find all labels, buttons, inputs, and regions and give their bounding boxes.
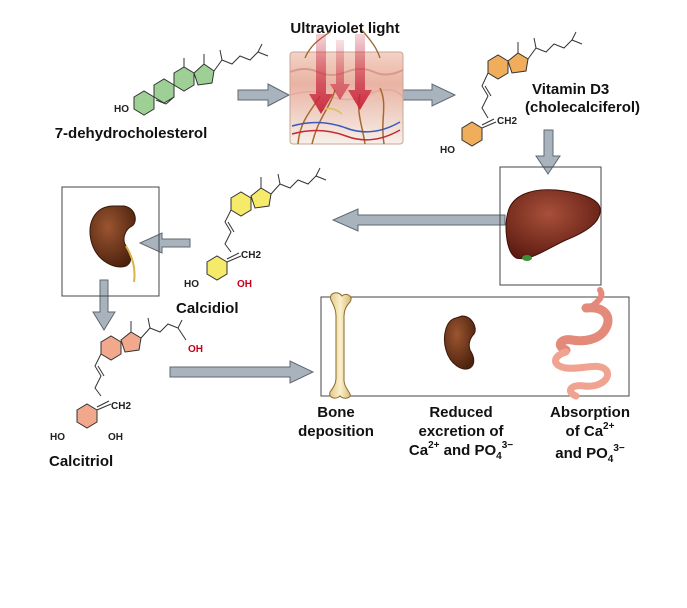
effect-gut-line3: and PO43−: [555, 443, 625, 465]
arrow-calcidiol-to-kidney: [138, 232, 191, 254]
effect-kidney-line3: Ca2+ and PO43−: [409, 440, 513, 462]
effect-kidney-line1: Reduced: [429, 404, 492, 421]
po-subscript: 4: [496, 451, 502, 462]
label-vitamin-d3: Vitamin D3: [532, 81, 609, 98]
label-calcidiol: Calcidiol: [176, 300, 239, 317]
liver-box: [499, 166, 602, 286]
and-po-text: and PO: [439, 442, 496, 459]
molecule-calcitriol: OH CH2 HO OH: [50, 317, 203, 443]
kidney-box: [61, 186, 160, 297]
effect-bone-line1: Bone: [317, 404, 355, 421]
arrow-calcitriol-to-effects: [169, 360, 315, 384]
oh-label: OH: [108, 432, 123, 443]
arrow-liver-to-calcidiol: [331, 208, 506, 232]
intestine-icon: [552, 287, 613, 400]
and-po-text: and PO: [555, 445, 608, 462]
ho-label: HO: [440, 145, 455, 156]
ch2-label: CH2: [497, 116, 517, 127]
molecule-calcidiol: CH2 HO OH: [184, 167, 327, 290]
effects-box: [320, 296, 630, 397]
ho-label: HO: [50, 432, 65, 443]
kidney-icon: [443, 315, 476, 370]
po-charge: 3−: [502, 440, 514, 451]
pathway-arrows: [92, 83, 561, 384]
molecule-7-dehydrocholesterol: HO: [114, 43, 269, 116]
uv-label: Ultraviolet light: [290, 20, 399, 37]
ca-charge: 2+: [428, 440, 440, 451]
bone-icon: [329, 292, 352, 399]
effect-gut-line2: of Ca2+: [566, 421, 615, 440]
label-7-dehydrocholesterol: 7-dehydrocholesterol: [55, 125, 208, 142]
molecule-vitamin-d3: CH2 HO: [440, 31, 583, 156]
liver-icon: [505, 189, 601, 261]
arrow-kidney-to-calcitriol: [92, 279, 116, 331]
uv-rays: [309, 34, 372, 114]
ch2-label: CH2: [111, 401, 131, 412]
arrow-dehydro-to-skin: [237, 83, 291, 107]
arrow-skin-to-vitd3: [401, 83, 457, 107]
of-ca-text: of Ca: [566, 423, 604, 440]
ca-charge: 2+: [603, 421, 615, 432]
arrow-vitd3-to-liver: [535, 129, 561, 175]
ca-text: Ca: [409, 442, 429, 459]
effect-kidney-line2: excretion of: [418, 423, 504, 440]
ho-label: HO: [114, 104, 129, 115]
kidney-icon: [89, 205, 136, 283]
oh-label: OH: [188, 344, 203, 355]
effect-bone-line2: deposition: [298, 423, 374, 440]
oh-label: OH: [237, 279, 252, 290]
ho-label: HO: [184, 279, 199, 290]
ch2-label: CH2: [241, 250, 261, 261]
po-charge: 3−: [613, 443, 625, 454]
po-subscript: 4: [608, 454, 614, 465]
label-cholecalciferol: (cholecalciferol): [525, 99, 640, 116]
effect-gut-line1: Absorption: [550, 404, 630, 421]
label-calcitriol: Calcitriol: [49, 453, 113, 470]
